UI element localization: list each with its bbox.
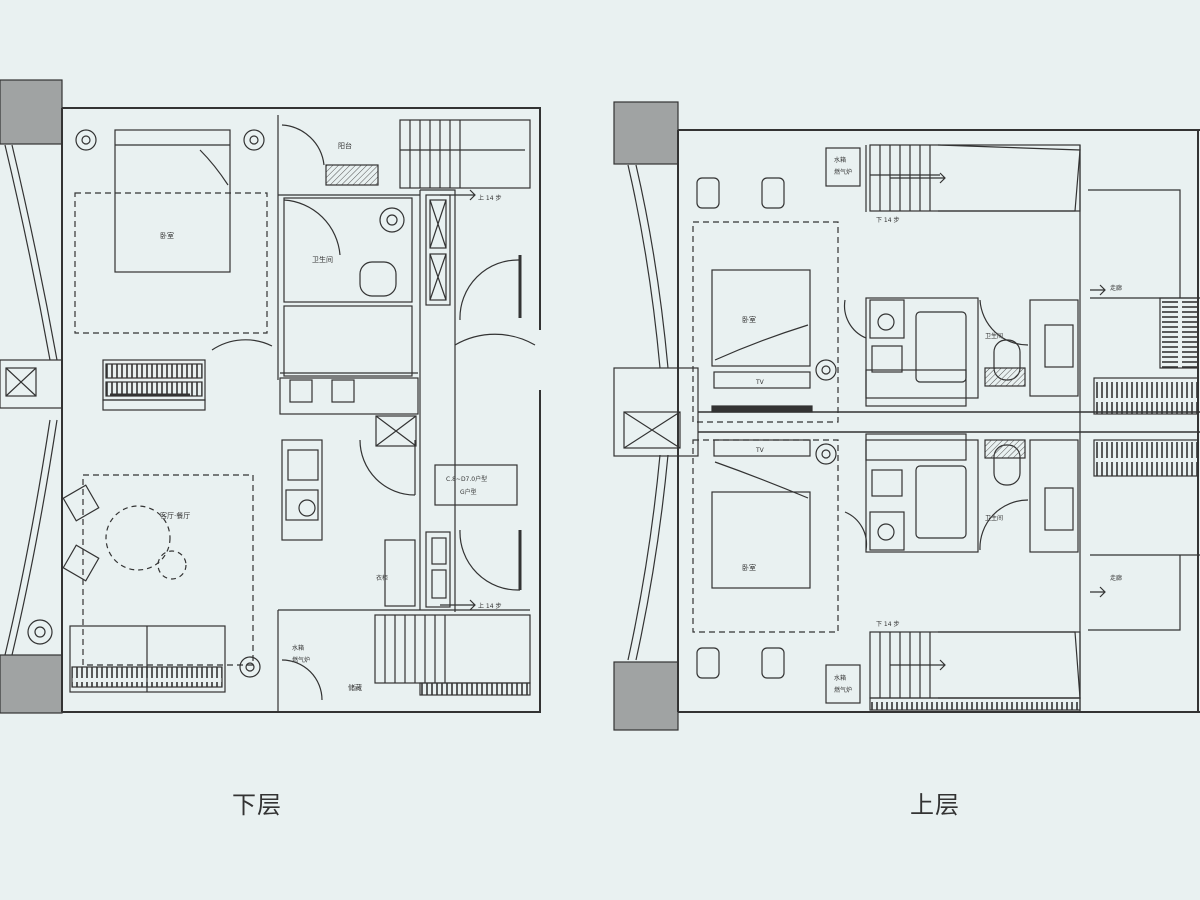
label-upper-tv-top: TV bbox=[755, 379, 765, 386]
label-upper-stairs-bottom: 下 14 步 bbox=[876, 620, 899, 628]
upper-floor-plan bbox=[613, 101, 1200, 731]
label-upper-water-top: 水箱 bbox=[834, 156, 846, 164]
label-upper-stairs-top: 下 14 步 bbox=[876, 216, 899, 224]
label-upper-gas-top: 燃气炉 bbox=[834, 168, 852, 176]
label-upper-water-bottom: 水箱 bbox=[834, 674, 846, 682]
label-upper-tv-bottom: TV bbox=[755, 447, 765, 454]
label-lower-stairs-bottom: 上 14 步 bbox=[478, 602, 501, 610]
caption-lower-floor: 下层 bbox=[232, 791, 282, 819]
label-lower-living-dining: 客厅·餐厅 bbox=[160, 511, 190, 520]
label-upper-corridor-top: 走廊 bbox=[1110, 284, 1122, 292]
lower-floor-plan bbox=[0, 79, 541, 714]
label-unit-type-line1: C.8~D7.0户型 bbox=[446, 475, 487, 483]
label-lower-balcony: 阳台 bbox=[338, 141, 352, 150]
label-lower-stairs-top: 上 14 步 bbox=[478, 194, 501, 202]
label-lower-water-tank: 水箱 bbox=[292, 644, 304, 652]
label-lower-bathroom: 卫生间 bbox=[312, 255, 333, 264]
column bbox=[0, 79, 63, 145]
label-upper-bedroom-bottom: 卧室 bbox=[742, 563, 756, 572]
caption-upper-floor: 上层 bbox=[910, 791, 960, 819]
label-upper-bathroom-bottom: 卫生间 bbox=[985, 514, 1003, 522]
label-lower-storage: 储藏 bbox=[348, 683, 362, 692]
label-lower-gas-boiler: 燃气炉 bbox=[292, 656, 310, 664]
column bbox=[613, 661, 679, 731]
label-upper-gas-bottom: 燃气炉 bbox=[834, 686, 852, 694]
column bbox=[0, 654, 63, 714]
column bbox=[613, 101, 679, 165]
label-upper-bedroom-top: 卧室 bbox=[742, 315, 756, 324]
label-lower-bedroom: 卧室 bbox=[160, 231, 174, 240]
label-unit-type-line2: G户型 bbox=[460, 488, 477, 496]
label-upper-corridor-bottom: 走廊 bbox=[1110, 574, 1122, 582]
label-lower-closet: 衣柜 bbox=[376, 574, 388, 582]
label-upper-bathroom-top: 卫生间 bbox=[985, 332, 1003, 340]
